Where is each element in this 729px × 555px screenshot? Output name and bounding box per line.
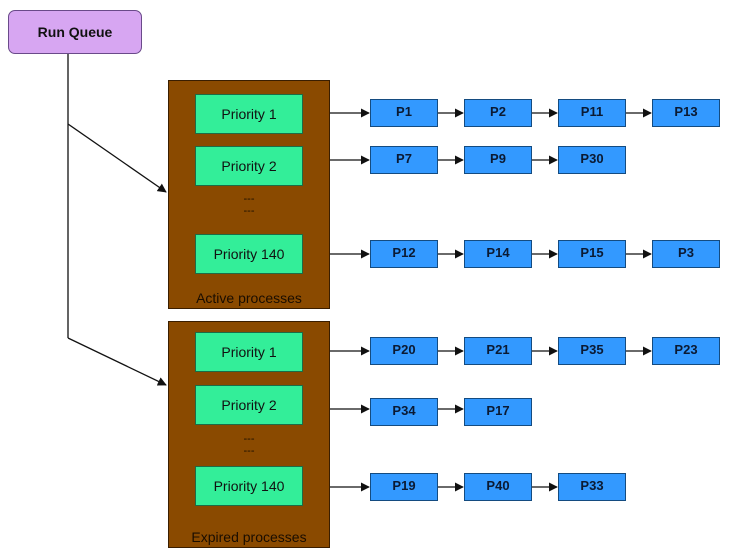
expired-priority-2: Priority 2 — [195, 385, 303, 425]
process-label: P34 — [392, 403, 416, 418]
process-label: P14 — [486, 245, 510, 260]
ellipsis-line: --- — [243, 193, 255, 205]
process-node: P19 — [370, 473, 438, 501]
process-node: P14 — [464, 240, 532, 268]
process-node: P7 — [370, 146, 438, 174]
priority-label: Priority 140 — [213, 246, 285, 262]
process-node: P33 — [558, 473, 626, 501]
process-node: P3 — [652, 240, 720, 268]
process-label: P11 — [580, 104, 604, 119]
active-ellipsis: --- --- — [195, 193, 303, 217]
process-label: P35 — [580, 342, 604, 357]
process-label: P13 — [674, 104, 698, 119]
process-label: P19 — [392, 478, 416, 493]
process-label: P30 — [580, 151, 604, 166]
process-label: P17 — [486, 403, 510, 418]
active-priority-2: Priority 2 — [195, 146, 303, 186]
process-label: P21 — [486, 342, 510, 357]
ellipsis-line: --- — [243, 433, 255, 445]
process-node: P23 — [652, 337, 720, 365]
process-node: P11 — [558, 99, 626, 127]
process-label: P7 — [396, 151, 412, 166]
process-node: P35 — [558, 337, 626, 365]
priority-label: Priority 1 — [221, 106, 277, 122]
process-label: P20 — [392, 342, 416, 357]
process-label: P1 — [396, 104, 412, 119]
process-node: P30 — [558, 146, 626, 174]
active-priority-1: Priority 1 — [195, 94, 303, 134]
priority-label: Priority 1 — [221, 344, 277, 360]
process-node: P15 — [558, 240, 626, 268]
process-node: P34 — [370, 398, 438, 426]
process-label: P2 — [490, 104, 506, 119]
process-node: P21 — [464, 337, 532, 365]
process-node: P12 — [370, 240, 438, 268]
run-queue-node: Run Queue — [8, 10, 142, 54]
ellipsis-line: --- — [243, 445, 255, 457]
process-node: P20 — [370, 337, 438, 365]
expired-priority-1: Priority 1 — [195, 332, 303, 372]
ellipsis-line: --- — [243, 205, 255, 217]
process-node: P2 — [464, 99, 532, 127]
process-label: P9 — [490, 151, 506, 166]
priority-label: Priority 2 — [221, 397, 277, 413]
process-label: P12 — [392, 245, 416, 260]
process-node: P13 — [652, 99, 720, 127]
process-node: P9 — [464, 146, 532, 174]
expired-processes-label: Expired processes — [191, 529, 307, 545]
process-label: P33 — [580, 478, 604, 493]
process-node: P17 — [464, 398, 532, 426]
arrow-to-active-group — [67, 123, 167, 193]
process-label: P40 — [486, 478, 510, 493]
active-processes-label: Active processes — [196, 290, 302, 306]
expired-priority-140: Priority 140 — [195, 466, 303, 506]
process-node: P40 — [464, 473, 532, 501]
process-label: P23 — [674, 342, 698, 357]
expired-ellipsis: --- --- — [195, 433, 303, 457]
run-queue-label: Run Queue — [37, 24, 113, 40]
priority-label: Priority 140 — [213, 478, 285, 494]
process-label: P15 — [580, 245, 604, 260]
active-priority-140: Priority 140 — [195, 234, 303, 274]
priority-label: Priority 2 — [221, 158, 277, 174]
process-label: P3 — [678, 245, 694, 260]
process-node: P1 — [370, 99, 438, 127]
arrow-to-expired-group — [67, 337, 167, 386]
